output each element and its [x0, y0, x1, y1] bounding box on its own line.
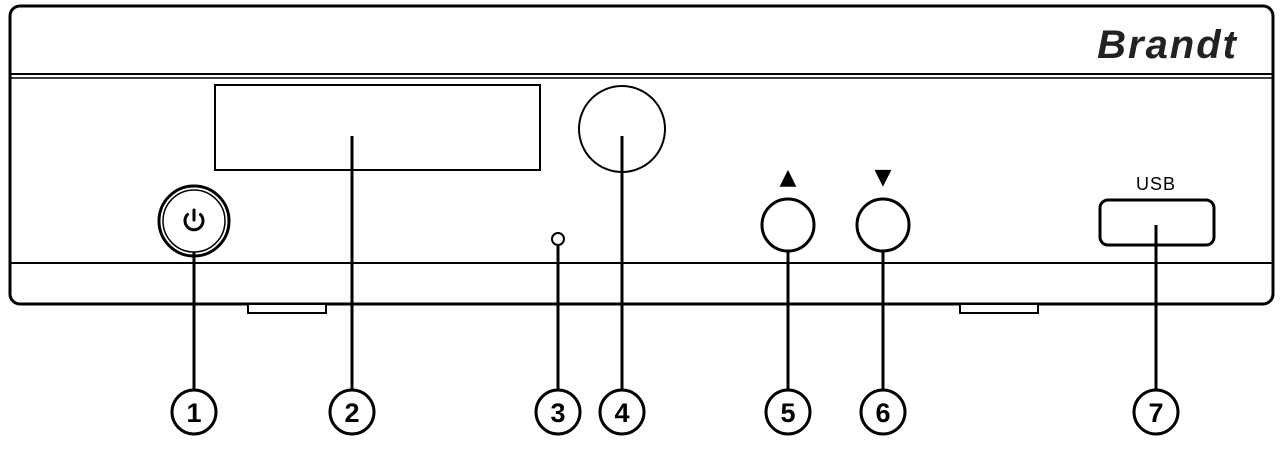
callout-number: 7 — [1148, 398, 1163, 428]
callout-4: 4 — [598, 388, 646, 436]
callout-6: 6 — [859, 388, 907, 436]
power-button[interactable] — [157, 184, 231, 258]
callout-7: 7 — [1132, 388, 1180, 436]
power-icon — [183, 208, 205, 232]
callout-number: 3 — [550, 398, 565, 428]
callout-5: 5 — [764, 388, 812, 436]
callout-3: 3 — [534, 388, 582, 436]
channel-up-button[interactable] — [760, 197, 816, 253]
leader-lines — [192, 136, 1158, 391]
left-foot — [247, 303, 327, 314]
display-window — [214, 84, 541, 171]
callout-number: 4 — [614, 398, 629, 428]
callout-1: 1 — [170, 388, 218, 436]
callout-number: 2 — [344, 398, 359, 428]
down-arrow-icon: ▼ — [875, 165, 892, 190]
right-foot — [959, 303, 1039, 314]
indicator-led — [551, 232, 565, 246]
usb-label: USB — [1136, 174, 1176, 194]
channel-down-button[interactable] — [855, 197, 911, 253]
callout-number: 1 — [186, 398, 201, 428]
up-arrow-icon: ▲ — [780, 165, 797, 190]
brand-logo: Brandt — [1097, 23, 1238, 67]
callout-number: 6 — [875, 398, 890, 428]
callout-2: 2 — [328, 388, 376, 436]
callout-number: 5 — [780, 398, 795, 428]
